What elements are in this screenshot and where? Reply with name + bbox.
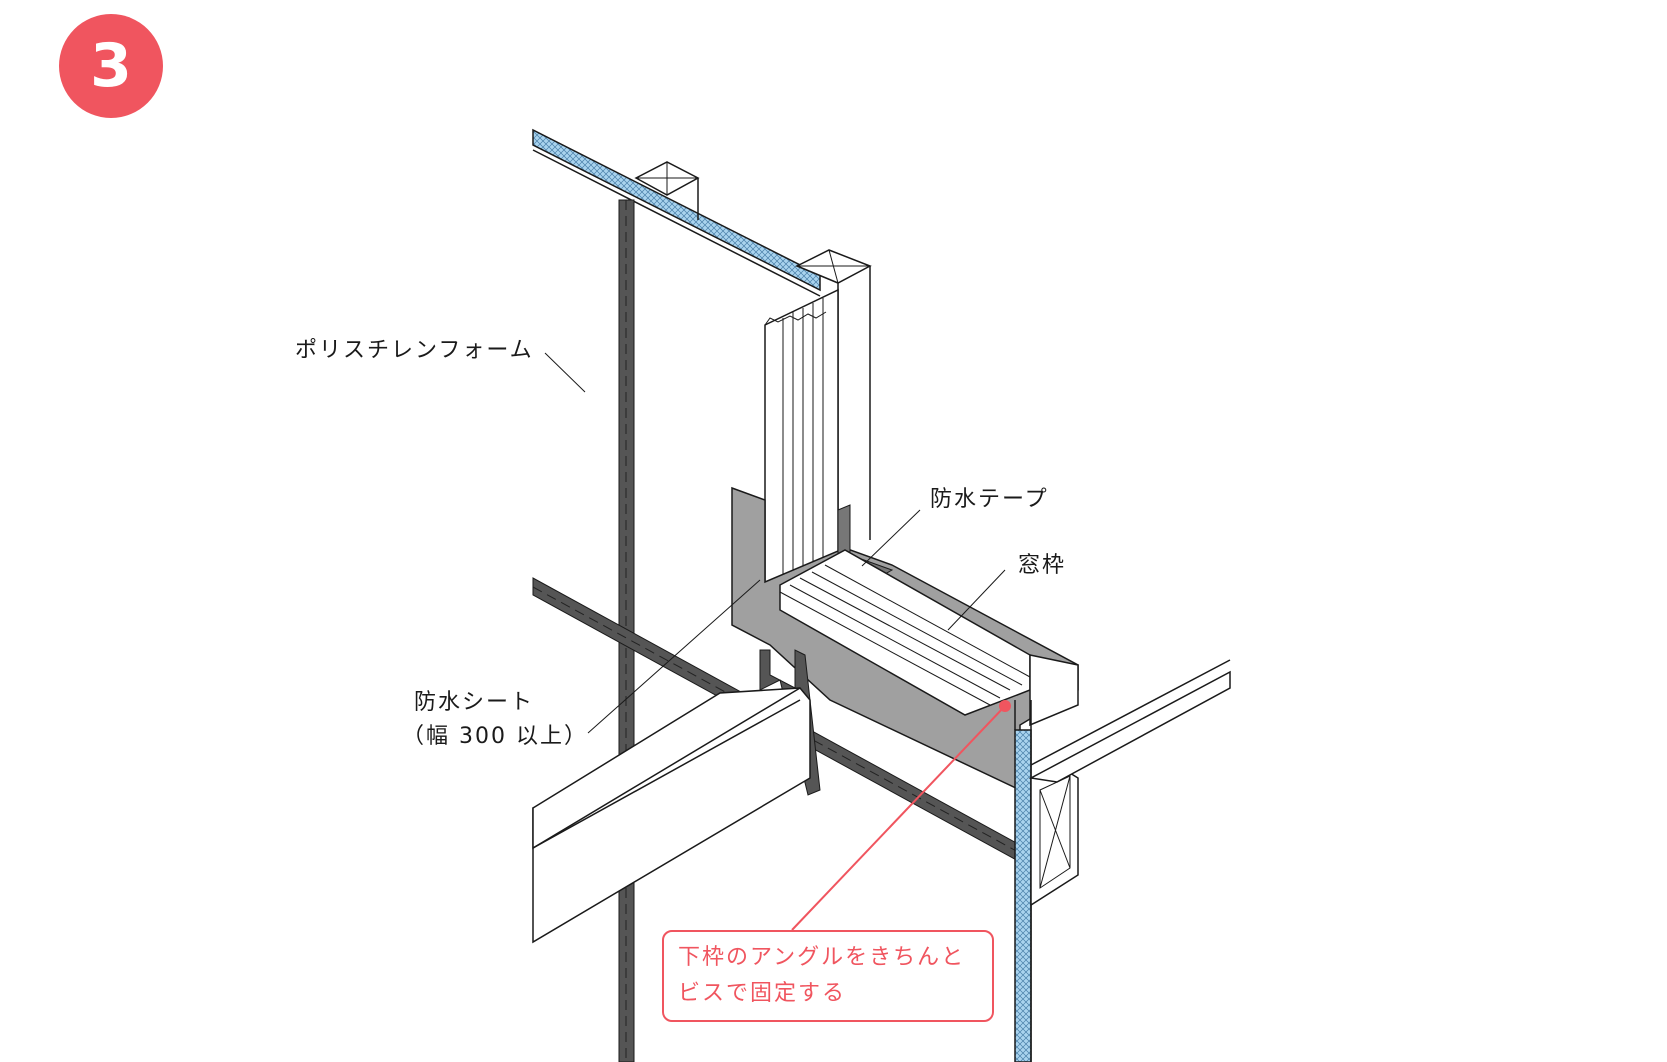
upper-insulation-band xyxy=(532,128,821,297)
note-line-2: ビスで固定する xyxy=(678,981,847,1006)
label-polystyrene-foam: ポリスチレンフォーム xyxy=(295,338,534,363)
right-post xyxy=(1030,764,1079,907)
window-sill-frame xyxy=(779,549,1079,727)
note-pointer xyxy=(791,700,1011,931)
leader-lines xyxy=(544,352,1006,734)
note-callout: 下枠のアングルをきちんと ビスで固定する xyxy=(662,930,994,1022)
right-insulation-column xyxy=(1014,700,1032,1062)
label-window-frame: 窓枠 xyxy=(1018,553,1067,578)
label-waterproof-sheet-width: （幅 300 以上） xyxy=(402,724,588,749)
label-waterproof-tape: 防水テープ xyxy=(930,487,1049,512)
window-jamb xyxy=(764,288,839,602)
horizontal-beam xyxy=(532,687,811,944)
step-number-badge: 3 xyxy=(59,14,163,118)
right-rail xyxy=(1028,659,1231,783)
note-line-1: 下枠のアングルをきちんと xyxy=(678,945,966,970)
label-waterproof-sheet: 防水シート xyxy=(414,690,535,715)
upper-post-left xyxy=(634,161,700,220)
